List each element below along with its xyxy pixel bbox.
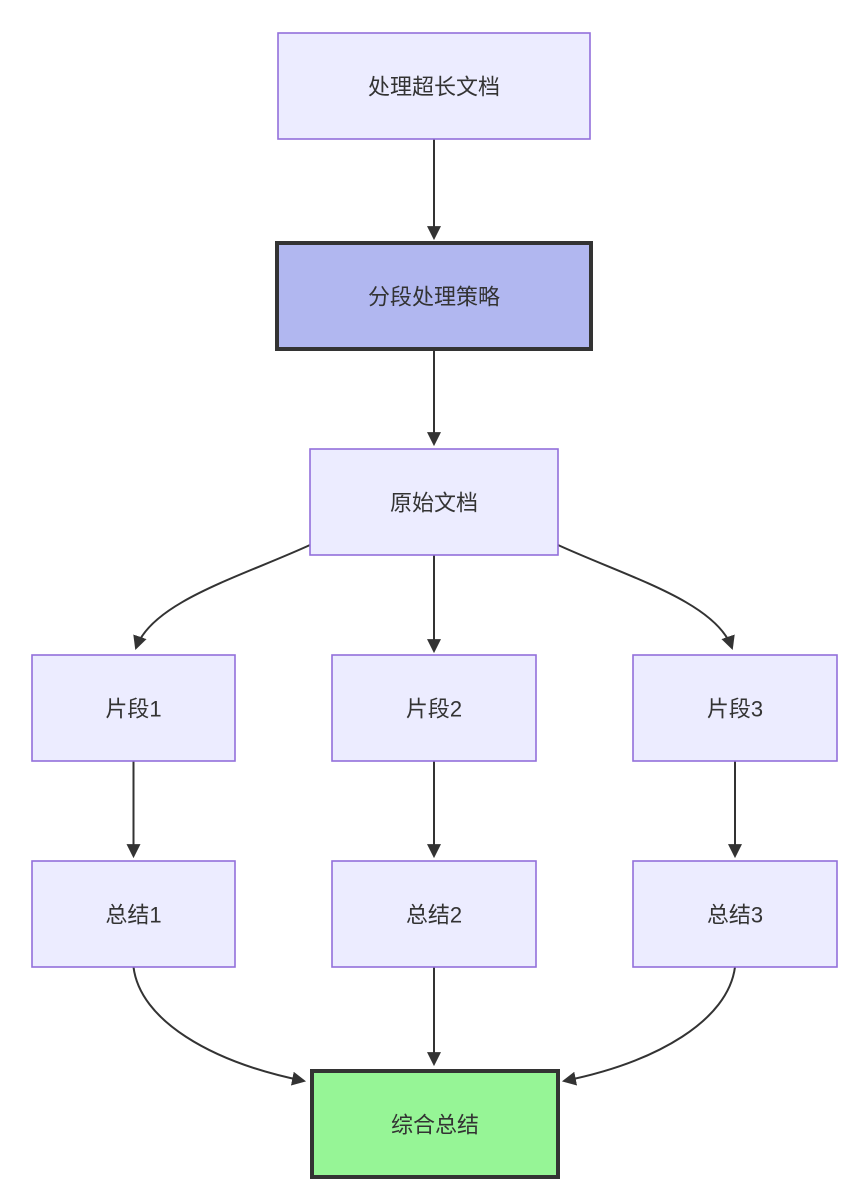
edge-layer [126,139,742,1086]
node-original-document-box [309,448,559,556]
edge-C-F3 [557,544,735,650]
node-summary-1-label: 总结1 [105,903,161,928]
node-summary-3: 总结3 [632,860,838,968]
node-summary-3-label: 总结3 [707,903,763,928]
node-fragment-3: 片段3 [632,654,838,762]
node-summary-2-label: 总结2 [406,903,462,928]
node-layer: 处理超长文档 分段处理策略 原始文档 片段1 片段2 片段3 [31,32,838,1179]
node-fragment-2-label: 片段2 [406,697,462,722]
node-fragment-3-box [632,654,838,762]
node-segmentation-strategy-box [275,241,593,351]
edge-S3-G [561,966,736,1086]
node-combined-summary-box [310,1069,560,1179]
node-original-document: 原始文档 [309,448,559,556]
edge-S1-G [132,966,307,1086]
node-fragment-1-label: 片段1 [105,697,161,722]
node-combined-summary: 综合总结 [310,1069,560,1179]
node-summary-1-box [31,860,236,968]
node-original-document-label: 原始文档 [390,491,478,516]
node-segmentation-strategy-label: 分段处理策略 [368,285,500,310]
node-fragment-2-box [331,654,537,762]
node-fragment-1: 片段1 [31,654,236,762]
node-handle-long-document: 处理超长文档 [277,32,591,140]
node-fragment-2: 片段2 [331,654,537,762]
node-summary-3-box [632,860,838,968]
node-handle-long-document-label: 处理超长文档 [368,75,500,100]
node-combined-summary-label: 综合总结 [391,1113,479,1138]
node-fragment-1-box [31,654,236,762]
node-handle-long-document-box [277,32,591,140]
edge-C-F1 [133,544,311,650]
node-summary-2: 总结2 [331,860,537,968]
node-summary-2-box [331,860,537,968]
node-fragment-3-label: 片段3 [707,697,763,722]
node-summary-1: 总结1 [31,860,236,968]
node-segmentation-strategy: 分段处理策略 [275,241,593,351]
